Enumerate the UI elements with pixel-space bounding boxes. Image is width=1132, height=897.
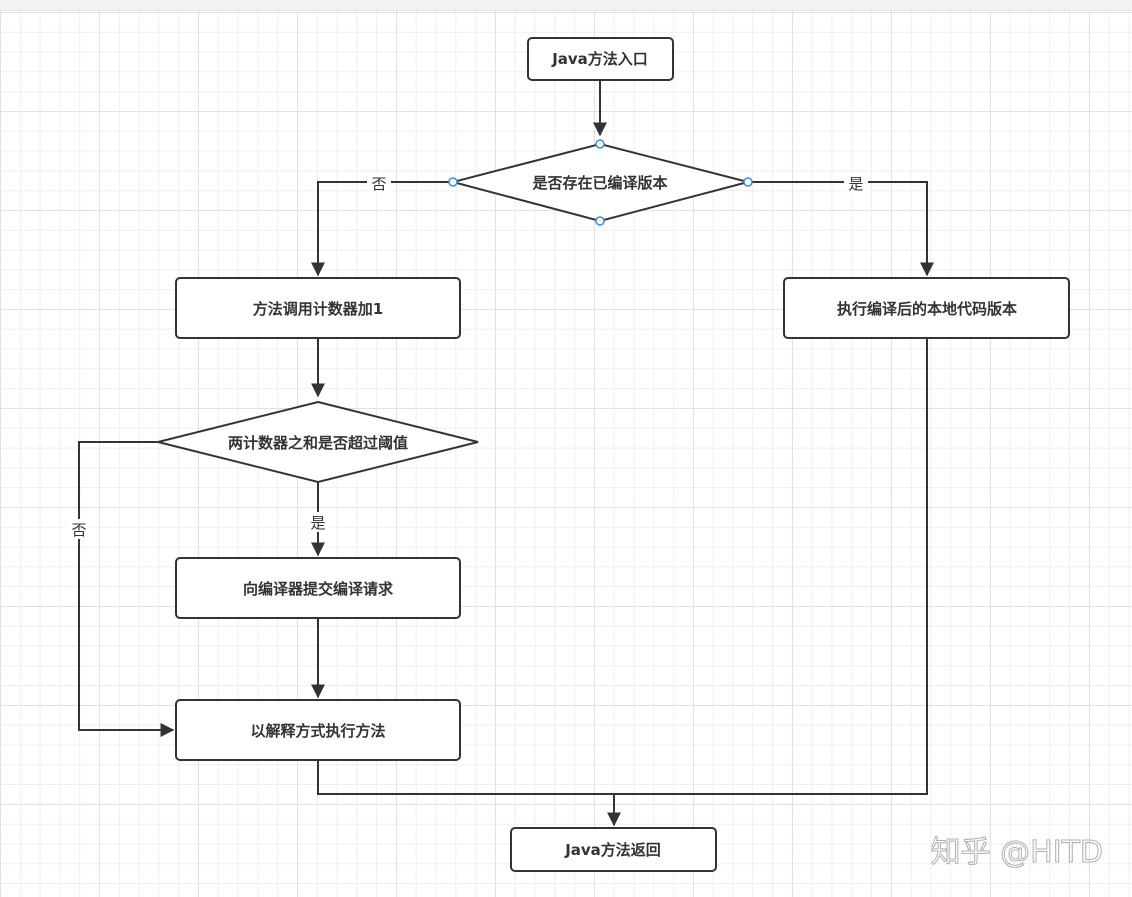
node-start-label: Java方法入口	[551, 50, 648, 68]
label-bg-compiled-yes	[844, 173, 868, 193]
label-bg-compiled-no	[367, 173, 391, 193]
edge-label-threshold-yes: 是	[310, 514, 325, 532]
node-counter-increment-box[interactable]	[175, 277, 461, 339]
node-interpret[interactable]: 以解释方式执行方法	[175, 699, 461, 761]
node-threshold-check[interactable]: 两计数器之和是否超过阈值	[157, 400, 479, 484]
node-interpret-label: 以解释方式执行方法	[250, 722, 385, 740]
node-execute-native[interactable]: 执行编译后的本地代码版本	[783, 277, 1070, 339]
label-bg-threshold-yes	[306, 512, 330, 532]
node-execute-native-box[interactable]	[783, 277, 1070, 339]
connection-handle-bottom[interactable]	[595, 216, 605, 226]
node-end[interactable]: Java方法返回	[510, 827, 717, 872]
node-end-box[interactable]	[510, 827, 717, 872]
connection-handle-left[interactable]	[448, 177, 458, 187]
node-start[interactable]: Java方法入口	[527, 37, 674, 81]
node-check-compiled-label: 是否存在已编译版本	[531, 174, 667, 192]
label-bg-threshold-no	[67, 519, 91, 539]
edge-check-no[interactable]	[311, 181, 453, 277]
node-submit-request-box[interactable]	[175, 557, 461, 619]
edge-threshold-no[interactable]	[78, 441, 175, 737]
node-threshold-check-shape[interactable]	[157, 400, 479, 484]
top-toolbar-strip	[0, 0, 1132, 11]
edge-label-threshold-no: 否	[71, 521, 86, 539]
node-check-compiled[interactable]: 是否存在已编译版本	[448, 139, 753, 226]
edge-label-compiled-no: 否	[371, 175, 386, 193]
node-submit-request-label: 向编译器提交编译请求	[243, 580, 394, 598]
watermark-text: 知乎 @HITD	[931, 835, 1103, 870]
edge-merge-line[interactable]	[317, 338, 928, 795]
connection-handle-top[interactable]	[595, 139, 605, 149]
node-end-label: Java方法返回	[564, 841, 661, 859]
node-threshold-check-label: 两计数器之和是否超过阈值	[228, 434, 408, 452]
node-submit-request[interactable]: 向编译器提交编译请求	[175, 557, 461, 619]
node-interpret-box[interactable]	[175, 699, 461, 761]
edge-check-yes[interactable]	[748, 181, 934, 277]
node-counter-increment-label: 方法调用计数器加1	[253, 300, 383, 318]
edge-label-compiled-yes: 是	[848, 175, 863, 193]
node-execute-native-label: 执行编译后的本地代码版本	[837, 300, 1017, 318]
edge-labels: 否 是 是 否	[67, 173, 868, 539]
node-start-box[interactable]	[527, 37, 674, 81]
connection-handle-right[interactable]	[743, 177, 753, 187]
node-counter-increment[interactable]: 方法调用计数器加1	[175, 277, 461, 339]
